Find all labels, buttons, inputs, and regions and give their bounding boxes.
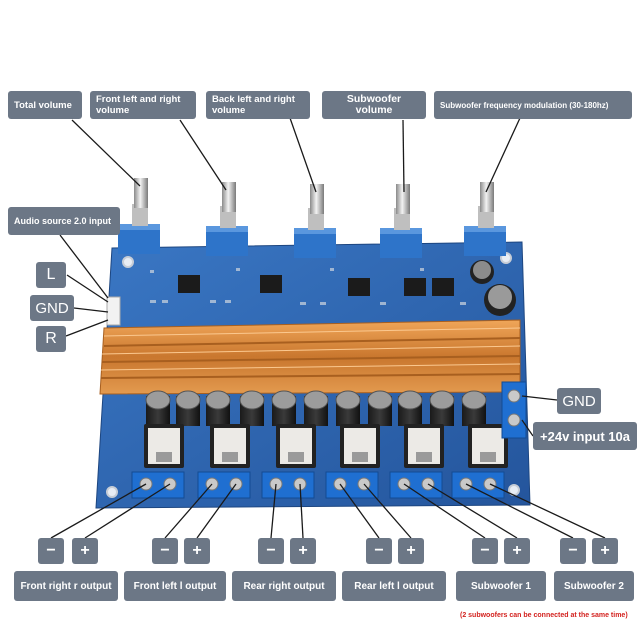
plus-terminal-marker: + (184, 538, 210, 564)
pot-sub-volume (380, 184, 422, 258)
label-front-volume: Front left and right volume (90, 91, 196, 119)
label-sub-volume: Subwoofer volume (322, 91, 426, 119)
output-inductors (144, 424, 508, 468)
leader-lines (59, 117, 558, 437)
subwoofer-note: (2 subwoofers can be connected at the sa… (460, 612, 628, 619)
label-output-rear-left: Rear left l output (342, 571, 446, 601)
plus-terminal-marker: + (504, 538, 530, 564)
plus-terminal-marker: + (290, 538, 316, 564)
pot-front-volume (206, 182, 248, 256)
minus-terminal-marker: − (560, 538, 586, 564)
potentiometers (118, 178, 506, 258)
minus-terminal-marker: − (472, 538, 498, 564)
audio-input-connector (106, 296, 121, 326)
plus-terminal-marker: + (592, 538, 618, 564)
label-sub-frequency: Subwoofer frequency modulation (30-180hz… (434, 91, 632, 119)
output-leader-lines (50, 483, 606, 539)
plus-terminal-marker: + (72, 538, 98, 564)
output-capacitors (145, 390, 487, 426)
label-ground-power: GND (557, 388, 601, 414)
minus-terminal-marker: − (258, 538, 284, 564)
minus-terminal-marker: − (152, 538, 178, 564)
power-terminal (501, 381, 527, 439)
heatsink (99, 319, 521, 395)
pot-sub-frequency (464, 182, 506, 256)
minus-terminal-marker: − (366, 538, 392, 564)
minus-terminal-marker: − (38, 538, 64, 564)
label-power-input: +24v input 10a (533, 422, 637, 450)
mounting-holes (106, 252, 520, 498)
label-output-front-right: Front right r output (14, 571, 118, 601)
label-output-front-left: Front left l output (124, 571, 226, 601)
label-output-subwoofer-1: Subwoofer 1 (456, 571, 546, 601)
label-total-volume: Total volume (8, 91, 82, 119)
label-left-channel: L (36, 262, 66, 288)
ic-chips (178, 275, 454, 296)
smd-components (150, 268, 466, 305)
supply-capacitors (470, 260, 516, 316)
label-audio-source: Audio source 2.0 input (8, 207, 120, 235)
pot-total-volume (118, 178, 160, 254)
label-right-channel: R (36, 326, 66, 352)
label-output-rear-right: Rear right output (232, 571, 336, 601)
label-ground-input: GND (30, 295, 74, 321)
plus-terminal-marker: + (398, 538, 424, 564)
pot-back-volume (294, 184, 336, 258)
label-back-volume: Back left and right volume (206, 91, 310, 119)
label-output-subwoofer-2: Subwoofer 2 (554, 571, 634, 601)
